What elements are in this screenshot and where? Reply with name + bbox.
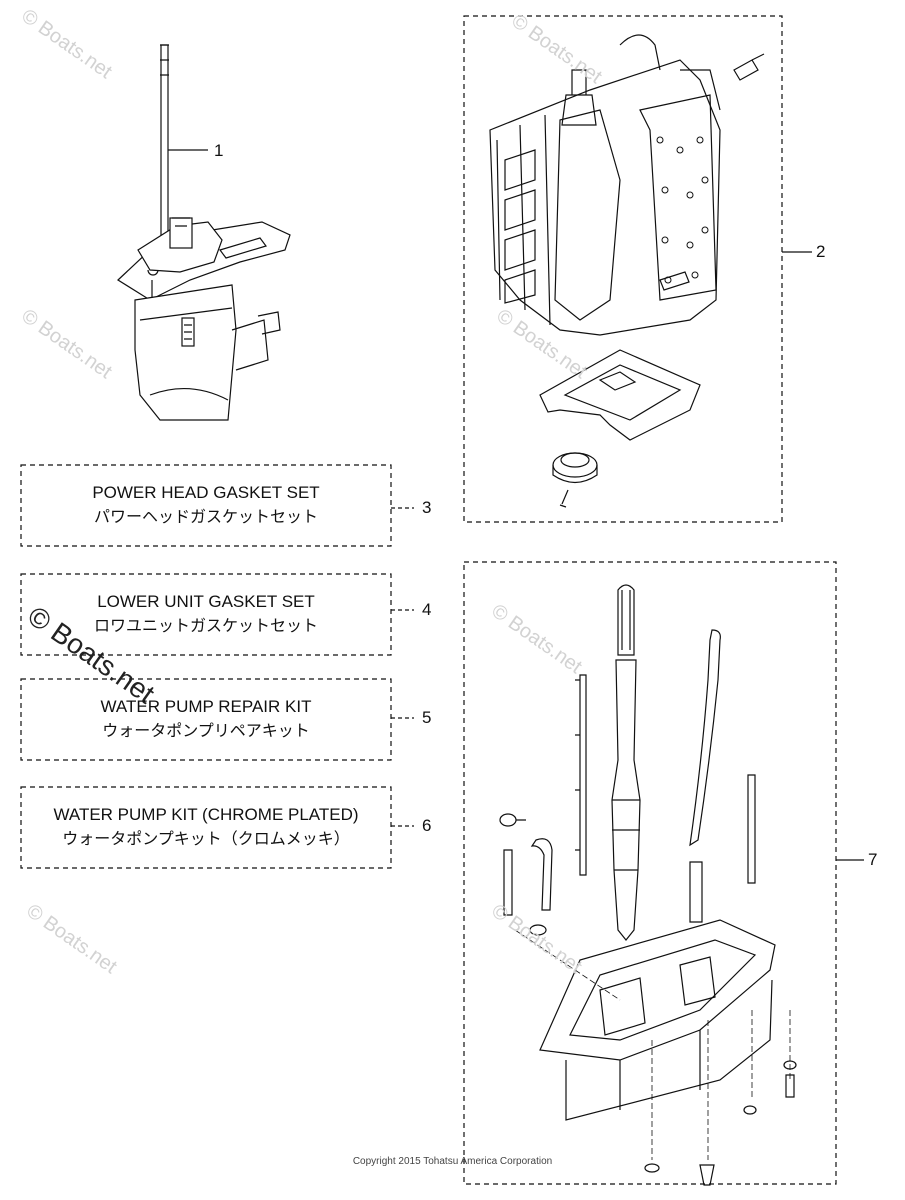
box-3: [20, 464, 392, 547]
box-3-english: POWER HEAD GASKET SET: [92, 483, 320, 502]
box-6: [20, 786, 392, 869]
box-5-label: WATER PUMP REPAIR KIT ウォータポンプリペアキット: [21, 695, 391, 743]
box-5-english: WATER PUMP REPAIR KIT: [100, 697, 312, 716]
box-6-japanese: ウォータポンプキット（クロムメッキ）: [62, 829, 350, 848]
power-head-box: [463, 15, 783, 523]
copyright-notice: Copyright 2015 Tohatsu America Corporati…: [352, 1156, 553, 1167]
box-4: [20, 573, 392, 656]
lower-unit-drawing: [117, 44, 291, 421]
power-head-drawing: [489, 34, 812, 508]
callout-number-3: 3: [422, 498, 432, 517]
box-3-japanese: パワーヘッドガスケットセット: [93, 507, 318, 526]
box-5-japanese: ウォータポンプリペアキット: [102, 721, 310, 740]
callout-number-5: 5: [422, 708, 432, 727]
callout-number-7: 7: [868, 850, 878, 869]
box-6-english: WATER PUMP KIT (CHROME PLATED): [53, 805, 359, 824]
box-4-label: LOWER UNIT GASKET SET ロワユニットガスケットセット: [21, 590, 391, 638]
box-4-english: LOWER UNIT GASKET SET: [97, 592, 315, 611]
box-6-label: WATER PUMP KIT (CHROME PLATED) ウォータポンプキッ…: [21, 803, 391, 851]
callout-number-4: 4: [422, 600, 432, 619]
box-4-japanese: ロワユニットガスケットセット: [93, 616, 318, 635]
callout-number-6: 6: [422, 816, 432, 835]
drive-kit-box: [463, 561, 837, 1185]
callout-number-1: 1: [214, 141, 224, 160]
drive-kit-drawing: [499, 584, 864, 1186]
callout-number-2: 2: [816, 242, 826, 261]
box-3-label: POWER HEAD GASKET SET パワーヘッドガスケットセット: [21, 481, 391, 529]
box-5: [20, 678, 392, 761]
